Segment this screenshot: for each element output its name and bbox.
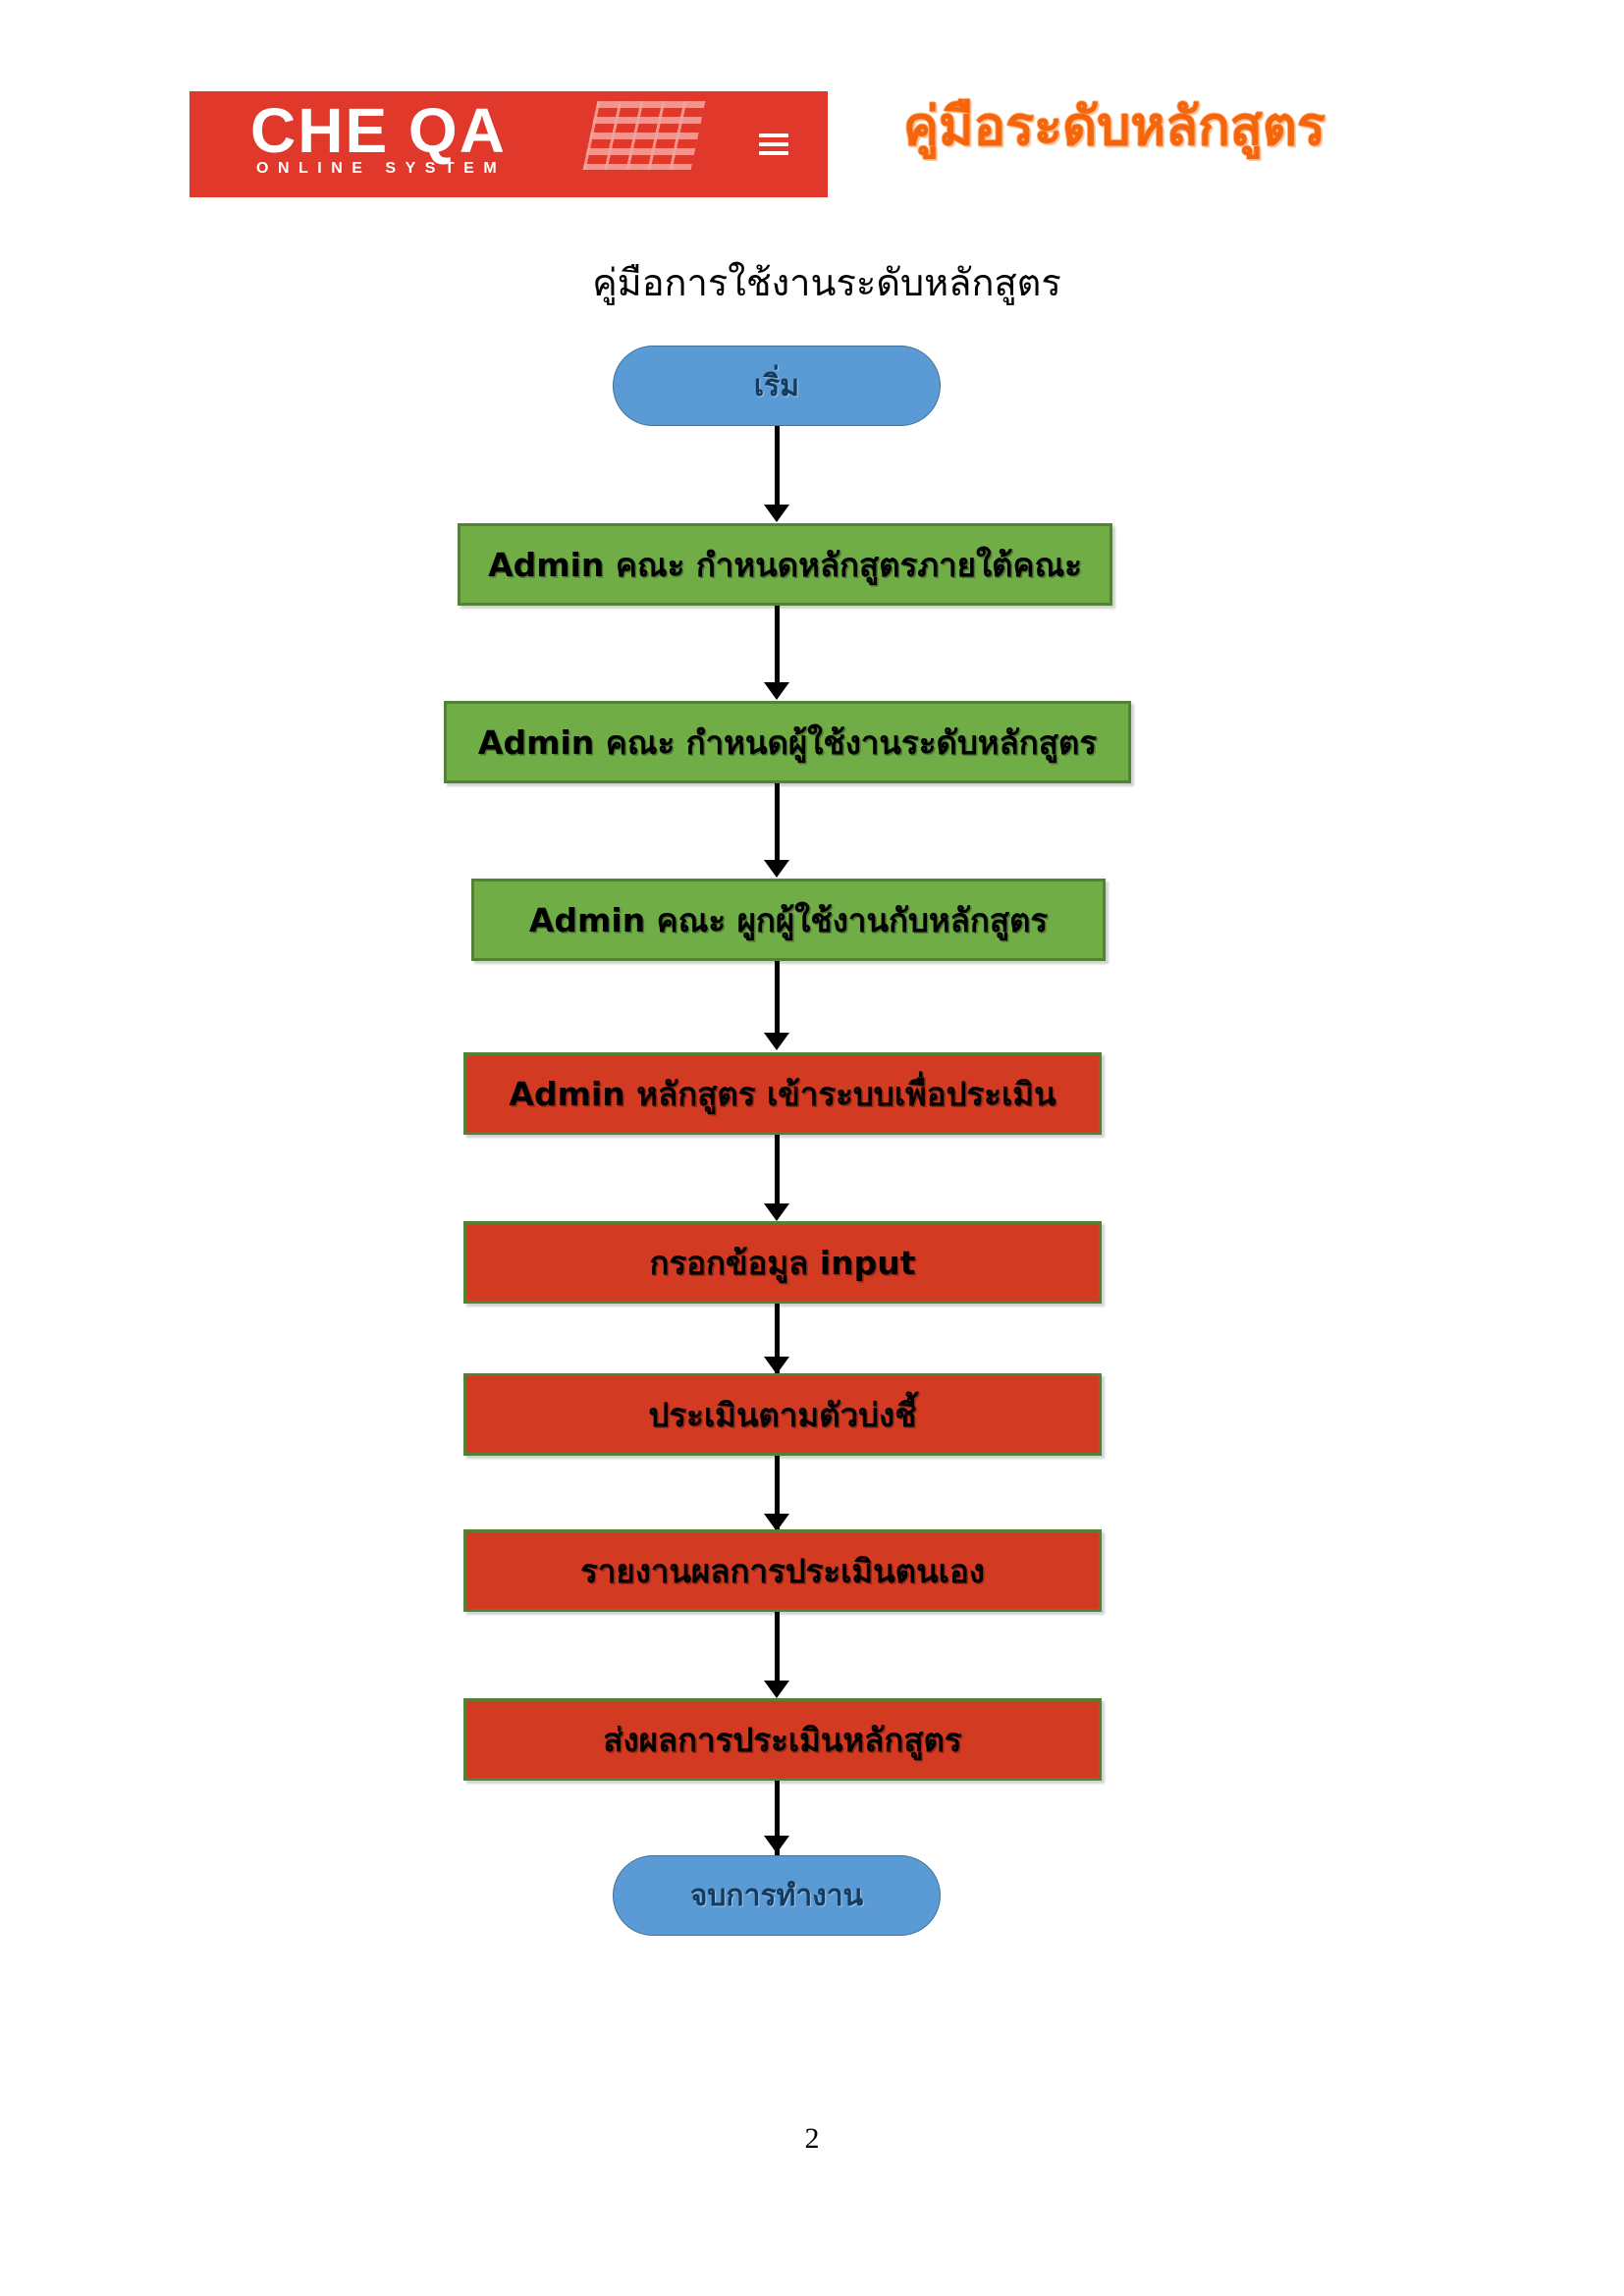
- flow-node-step6[interactable]: ประเมินตามตัวบ่งชี้: [463, 1373, 1102, 1456]
- document-subtitle-text: คู่มือการใช้งานระดับหลักสูตร: [592, 261, 1061, 304]
- document-subtitle: คู่มือการใช้งานระดับหลักสูตร: [0, 257, 1624, 308]
- flow-node-step5-label: กรอกข้อมูล input: [649, 1243, 916, 1282]
- hamburger-icon[interactable]: [720, 91, 828, 197]
- logo-wordmark: CHE QA: [250, 95, 507, 166]
- page-number-value: 2: [804, 2122, 820, 2155]
- flow-connector-step7-step8: [775, 1612, 780, 1690]
- flow-node-step8[interactable]: ส่งผลการประเมินหลักสูตร: [463, 1698, 1102, 1781]
- flow-node-start[interactable]: เริ่ม: [613, 346, 941, 426]
- flow-connector-step3-step4: [775, 961, 780, 1040]
- che-qa-logo-banner: CHE QA ONLINE SYSTEM: [189, 91, 828, 197]
- hamburger-bars: [759, 133, 788, 155]
- flow-node-step1-label: Admin คณะ กำหนดหลักสูตรภายใต้คณะ: [488, 545, 1082, 584]
- flow-node-end-label: จบการทำงาน: [689, 1878, 864, 1913]
- logo-subword: ONLINE SYSTEM: [256, 160, 507, 177]
- flow-node-end[interactable]: จบการทำงาน: [613, 1855, 941, 1936]
- flow-node-step4-label: Admin หลักสูตร เข้าระบบเพื่อประเมิน: [509, 1074, 1056, 1113]
- flow-arrowhead-step3: [764, 860, 789, 878]
- flow-arrowhead-step5: [764, 1203, 789, 1221]
- page-number: 2: [0, 2122, 1624, 2156]
- flow-connector-step2-step3: [775, 783, 780, 870]
- flow-node-step6-label: ประเมินตามตัวบ่งชี้: [648, 1395, 917, 1434]
- flow-connector-start-step1: [775, 426, 780, 512]
- flow-node-step3-label: Admin คณะ ผูกผู้ใช้งานกับหลักสูตร: [528, 900, 1049, 939]
- flow-arrowhead-step4: [764, 1033, 789, 1050]
- flow-node-step8-label: ส่งผลการประเมินหลักสูตร: [603, 1720, 962, 1759]
- flow-node-step7[interactable]: รายงานผลการประเมินตนเอง: [463, 1529, 1102, 1612]
- page-header: CHE QA ONLINE SYSTEM คู่มือระดับหลักสูตร: [0, 0, 1624, 226]
- flow-connector-step4-step5: [775, 1135, 780, 1211]
- flow-arrowhead-step1: [764, 505, 789, 522]
- flow-node-step2[interactable]: Admin คณะ กำหนดผู้ใช้งานระดับหลักสูตร: [444, 701, 1131, 783]
- flow-node-step4[interactable]: Admin หลักสูตร เข้าระบบเพื่อประเมิน: [463, 1052, 1102, 1135]
- flow-node-step5[interactable]: กรอกข้อมูล input: [463, 1221, 1102, 1304]
- flow-arrowhead-step8: [764, 1681, 789, 1698]
- flow-node-step7-label: รายงานผลการประเมินตนเอง: [580, 1551, 985, 1590]
- flow-arrowhead-step7: [764, 1514, 789, 1531]
- flow-connector-step8-end: [775, 1781, 780, 1855]
- flow-arrowhead-end: [764, 1836, 789, 1853]
- flow-node-step3[interactable]: Admin คณะ ผูกผู้ใช้งานกับหลักสูตร: [471, 879, 1106, 961]
- page-title: คู่มือระดับหลักสูตร: [903, 95, 1326, 157]
- flow-arrowhead-step6: [764, 1357, 789, 1374]
- logo-block: CHE QA ONLINE SYSTEM: [189, 91, 720, 197]
- flow-connector-step1-step2: [775, 606, 780, 692]
- flow-connector-step6-step7: [775, 1456, 780, 1532]
- flow-node-step1[interactable]: Admin คณะ กำหนดหลักสูตรภายใต้คณะ: [458, 523, 1112, 606]
- flow-node-start-label: เริ่ม: [753, 368, 800, 403]
- flow-connector-step5-step6: [775, 1304, 780, 1378]
- flow-node-step2-label: Admin คณะ กำหนดผู้ใช้งานระดับหลักสูตร: [477, 722, 1098, 762]
- flow-arrowhead-step2: [764, 682, 789, 700]
